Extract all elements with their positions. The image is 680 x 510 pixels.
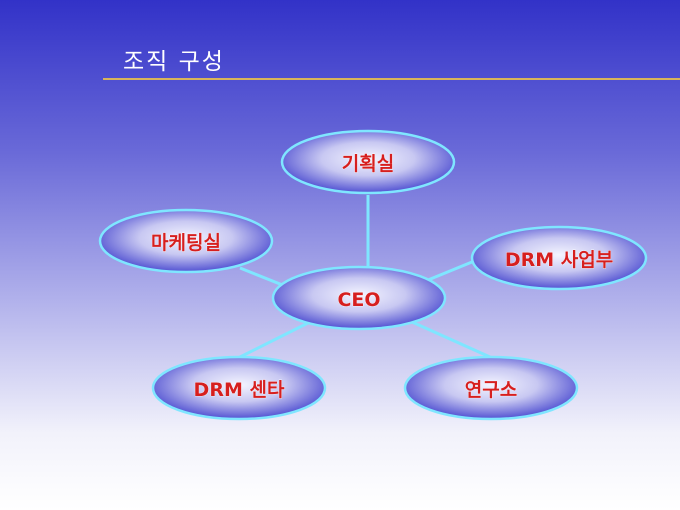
node-ceo: CEO [271,265,447,331]
node-label-ceo: CEO [337,289,380,311]
node-label-research: 연구소 [465,379,517,401]
node-drm-business: DRM 사업부 [470,225,648,291]
link-ceo-drm-center [239,321,309,359]
link-ceo-research [411,320,491,359]
node-label-marketing: 마케팅실 [151,232,221,254]
slide-title: 조직 구성 [123,49,225,75]
node-research: 연구소 [403,355,579,421]
link-ceo-drm-business [427,260,473,282]
node-drm-center: DRM 센타 [151,355,327,421]
node-label-drm-center: DRM 센타 [194,379,285,401]
node-label-drm-business: DRM 사업부 [505,249,613,271]
node-marketing: 마케팅실 [98,208,274,274]
title-divider [103,78,680,80]
node-planning: 기획실 [280,129,456,195]
node-label-planning: 기획실 [342,153,394,175]
